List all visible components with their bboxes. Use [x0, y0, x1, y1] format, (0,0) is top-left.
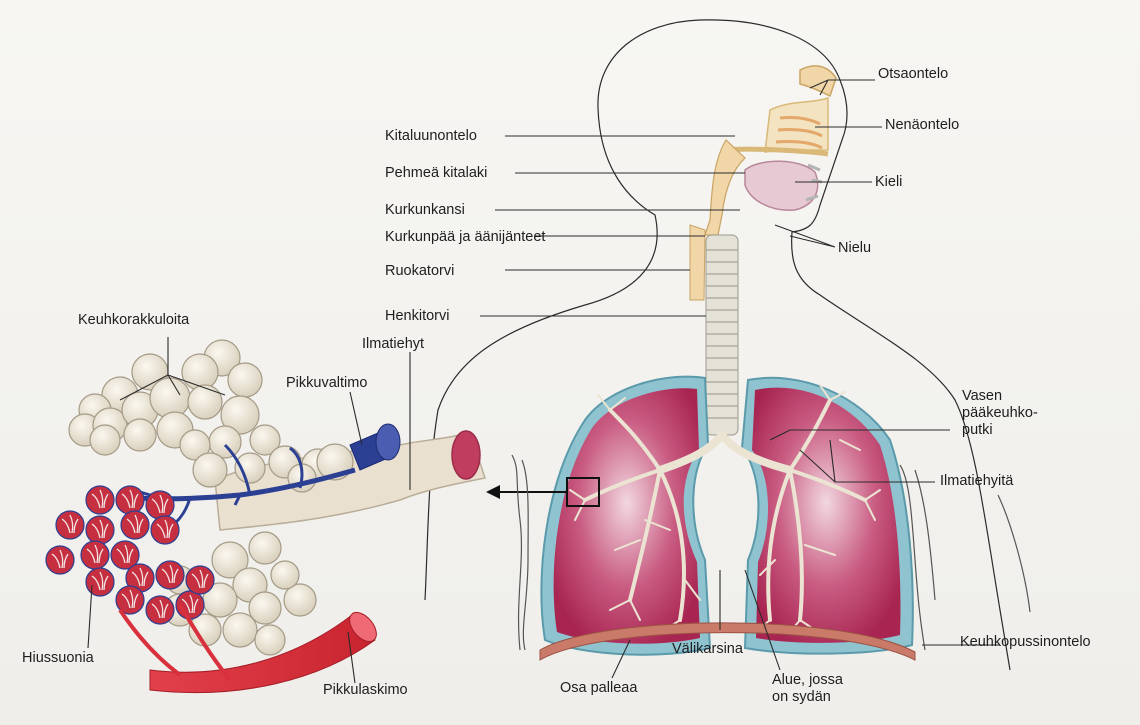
alveolus	[193, 453, 227, 487]
label-kurkunpaa: Kurkunpää ja äänijänteet	[385, 229, 545, 246]
label-kurkunkansi: Kurkunkansi	[385, 202, 465, 219]
alveolus	[255, 625, 285, 655]
alveolus	[235, 453, 265, 483]
label-alue-sydan: Alue, jossa on sydän	[772, 672, 843, 706]
alveolus	[249, 532, 281, 564]
bronchiole-opening	[452, 431, 480, 479]
label-vasen-paakeuhkoputki: Vasen pääkeuhko- putki	[962, 388, 1038, 439]
alveolar-detail	[46, 340, 485, 693]
label-keuhkorakkuloita: Keuhkorakkuloita	[78, 312, 189, 329]
alveolus	[271, 561, 299, 589]
nasal-cavity	[765, 98, 828, 152]
label-hiussuonia: Hiussuonia	[22, 650, 94, 667]
alveolus	[223, 613, 257, 647]
right-lung	[541, 377, 710, 655]
label-kitaluunontelo: Kitaluunontelo	[385, 128, 477, 145]
label-ruokatorvi: Ruokatorvi	[385, 263, 454, 280]
label-otsaontelo: Otsaontelo	[878, 66, 948, 83]
alveolus	[150, 378, 190, 418]
alveolus	[188, 385, 222, 419]
label-nielu: Nielu	[838, 240, 871, 257]
label-pikkuvaltimo: Pikkuvaltimo	[286, 375, 367, 392]
label-kieli: Kieli	[875, 174, 902, 191]
label-pikkulaskimo: Pikkulaskimo	[323, 682, 408, 699]
label-osa-palleaa: Osa palleaa	[560, 680, 637, 697]
alveolus	[124, 419, 156, 451]
alveolus	[182, 354, 218, 390]
alveoli-top	[69, 340, 353, 492]
label-keuhkopussinontelo: Keuhkopussinontelo	[960, 634, 1091, 651]
label-ilmatiehyita: Ilmatiehyitä	[940, 473, 1013, 490]
alveolus	[90, 425, 120, 455]
label-ilmatiehyt: Ilmatiehyt	[362, 336, 424, 353]
label-nenaontelo: Nenäontelo	[885, 117, 959, 134]
trachea	[706, 235, 738, 435]
label-pehmea-kitalaki: Pehmeä kitalaki	[385, 165, 487, 182]
pharynx	[705, 140, 745, 235]
label-valikarsina: Välikarsina	[672, 641, 743, 658]
label-henkitorvi: Henkitorvi	[385, 308, 449, 325]
capillary-clusters	[46, 486, 214, 624]
alveolus	[228, 363, 262, 397]
tongue	[745, 161, 818, 210]
frontal-sinus	[800, 66, 836, 96]
